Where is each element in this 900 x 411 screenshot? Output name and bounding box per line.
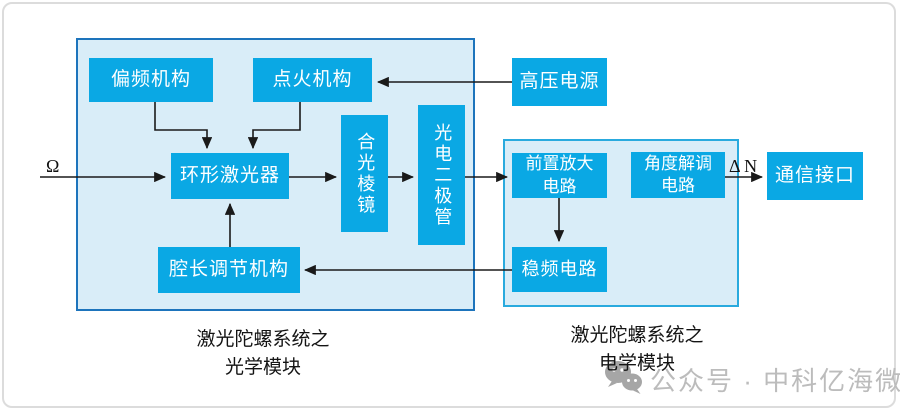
block-preamp-line1: 前置放大: [525, 154, 594, 174]
watermark-text: 公众号 · 中科亿海微: [650, 366, 900, 396]
electrical-caption-line1: 激光陀螺系统之: [570, 325, 704, 346]
block-light-combining-prism: 合光棱镜: [341, 115, 388, 232]
block-demod-line1: 角度解调: [644, 153, 712, 173]
delta-n-output-label: Δ N: [729, 156, 758, 176]
block-photodiode: 光电二极管: [418, 105, 465, 245]
block-demod-line2: 电路: [661, 176, 695, 195]
optical-module-caption: 激光陀螺系统之 光学模块: [158, 326, 368, 381]
block-cavity-length-adjust: 腔长调节机构: [158, 247, 300, 293]
optical-caption-line2: 光学模块: [224, 356, 301, 378]
optical-caption-line1: 激光陀螺系统之: [196, 329, 330, 350]
block-ring-laser: 环形激光器: [171, 153, 289, 199]
omega-input-label: Ω: [46, 156, 60, 176]
block-freq-stabilization-circuit: 稳频电路: [512, 247, 607, 292]
block-ignition-mechanism: 点火机构: [253, 58, 372, 102]
block-angle-demod-circuit: 角度解调 电路: [631, 152, 725, 198]
wechat-icon: [603, 359, 645, 400]
block-preamp-line2: 电路: [542, 176, 577, 196]
watermark: 公众号 · 中科亿海微: [603, 359, 900, 400]
block-preamp-circuit: 前置放大 电路: [512, 153, 607, 198]
block-bias-frequency-mechanism: 偏频机构: [89, 58, 213, 102]
electrical-module-caption: 激光陀螺系统之 电学模块: [532, 322, 742, 377]
block-hv-power-supply: 高压电源: [512, 58, 607, 106]
block-comm-interface: 通信接口: [767, 152, 863, 200]
electrical-caption-line2: 电学模块: [598, 352, 675, 374]
